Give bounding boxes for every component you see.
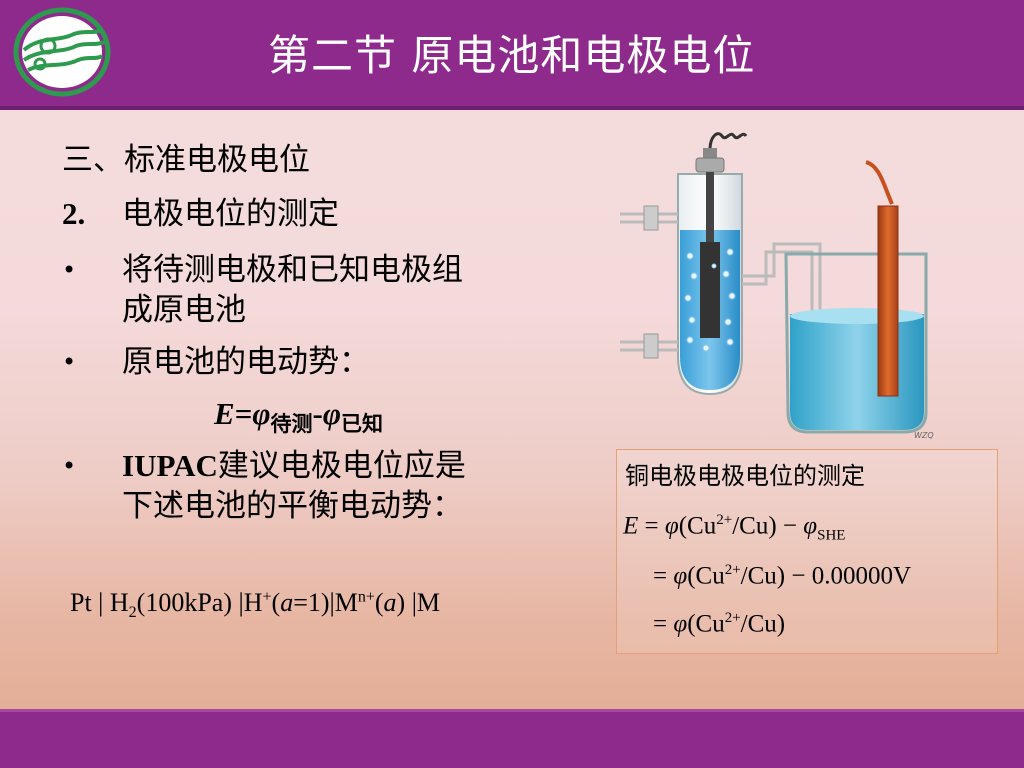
bullet-item-2: • 原电池的电动势：: [0, 342, 600, 382]
bullet-1-line-2: 成原电池: [122, 292, 246, 328]
bullet-3-text: 建议电极电位应是: [217, 448, 466, 484]
section-heading: 三、标准电极电位: [62, 142, 310, 178]
copper-potential-equations-box: 铜电极电极电位的测定 E = φ(Cu2+/Cu) − φSHE = φ(Cu2…: [616, 449, 998, 654]
eq-sub: SHE: [817, 527, 846, 544]
solution-surface: [790, 308, 924, 324]
bullet-item-1: • 将待测电极和已知电极组 成原电池: [0, 250, 600, 334]
eq-phi: φ: [673, 610, 688, 638]
cell-activity: a: [383, 588, 397, 617]
cell-sup: +: [262, 588, 272, 606]
equation-3: = φ(Cu2+/Cu): [653, 610, 785, 638]
title-bar: 第二节 原电池和电极电位: [0, 0, 1024, 110]
platinum-electrode: [706, 172, 714, 242]
eq-sup: 2+: [724, 562, 741, 578]
electrode-apparatus-illustration: WZQ: [620, 132, 934, 440]
gas-outlet-valve: [643, 333, 659, 359]
eq-part: (Cu: [678, 512, 717, 540]
gas-inlet-valve: [643, 205, 659, 231]
eq-sup: 2+: [724, 610, 741, 626]
eq-part: (Cu: [687, 610, 725, 638]
cell-part: (100kPa) |H: [136, 588, 263, 617]
item-2-text: 电极电位的测定: [122, 196, 339, 232]
eq-part: /Cu): [740, 562, 786, 590]
stopper: [695, 157, 725, 173]
eq-part: (Cu: [687, 562, 725, 590]
equation-2: = φ(Cu2+/Cu) − 0.00000V: [653, 562, 911, 590]
bullet-3-line-1: IUPAC建议电极电位应是: [122, 446, 466, 486]
cell-part: =1)|M: [293, 588, 358, 617]
formula-equals: =: [234, 396, 253, 431]
stopper-top: [703, 148, 717, 160]
formula-sub-test: 待测: [270, 412, 313, 437]
bullet-item-3: • IUPAC建议电极电位应是 下述电池的平衡电动势：: [0, 446, 600, 530]
illustration-watermark: WZQ: [914, 431, 934, 440]
eq-phi: φ: [664, 512, 679, 540]
eq-part: − 0.00000V: [785, 562, 912, 590]
emf-formula: E=φ待测-φ已知: [214, 396, 383, 438]
figure-caption: 铜电极电极电位的测定: [625, 462, 865, 490]
slide-title: 第二节 原电池和电极电位: [268, 31, 756, 80]
beaker-solution: [790, 314, 924, 430]
cell-part: (: [374, 588, 384, 617]
item-2: 2. 电极电位的测定: [62, 194, 582, 234]
formula-e: E: [214, 396, 235, 431]
item-2-number: 2.: [62, 196, 86, 231]
bullet-symbol: •: [62, 452, 77, 480]
formula-phi-2: φ: [322, 396, 341, 431]
formula-minus: -: [312, 396, 323, 431]
copper-wire: [865, 160, 894, 205]
cell-part: ) |M: [396, 588, 441, 617]
eq-part: /Cu): [732, 512, 777, 540]
bullet-symbol: •: [62, 256, 77, 284]
bullet-3-line-2: 下述电池的平衡电动势：: [122, 488, 463, 524]
cell-sub: 2: [128, 604, 137, 622]
hydrogen-bubbles: [684, 248, 736, 352]
bullet-2-text: 原电池的电动势：: [122, 344, 370, 380]
hydrogen-wire-coil: [708, 132, 748, 151]
platinum-black-plate: [700, 242, 720, 338]
eq-rel: =: [638, 512, 665, 540]
bullet-symbol: •: [62, 348, 77, 376]
formula-phi-1: φ: [252, 396, 271, 431]
eq-phi: φ: [673, 562, 688, 590]
school-logo: [13, 7, 111, 97]
bullet-1-line-1: 将待测电极和已知电极组: [122, 252, 463, 288]
eq-rel: =: [653, 562, 674, 590]
eq-minus: −: [776, 512, 804, 540]
cell-notation: Pt | H2(100kPa) |H+(a=1)|Mn+(a) |M: [70, 588, 440, 622]
copper-electrode: [877, 205, 899, 397]
eq-phi: φ: [803, 512, 818, 540]
eq-sup: 2+: [716, 512, 733, 528]
eq-e: E: [623, 512, 639, 540]
cell-part: Pt | H: [70, 588, 129, 617]
equation-1: E = φ(Cu2+/Cu) − φSHE: [623, 512, 845, 544]
footer-bar: [0, 709, 1024, 768]
iupac-label: IUPAC: [122, 448, 218, 483]
eq-part: /Cu): [740, 610, 786, 638]
cell-sup: n+: [357, 588, 375, 606]
cell-activity: a: [280, 588, 294, 617]
formula-sub-known: 已知: [340, 412, 383, 437]
beaker: [784, 252, 928, 434]
eq-rel: =: [653, 610, 674, 638]
cell-part: (: [271, 588, 281, 617]
